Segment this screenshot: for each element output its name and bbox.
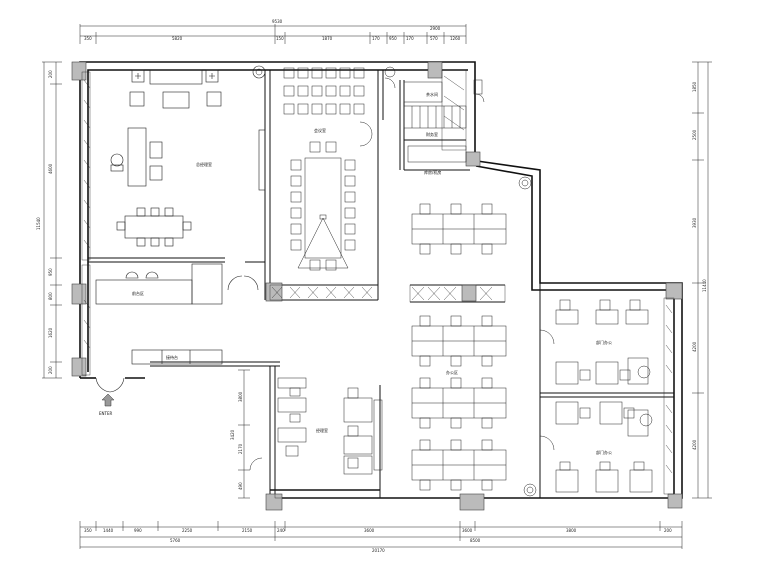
bottom-seg-1: 350	[84, 528, 92, 533]
left-seg-4: 800	[48, 292, 53, 300]
front-desk-label: 接待台	[166, 354, 178, 360]
top-right-dim: 2900	[430, 26, 441, 31]
mid-dim-2: 3420	[230, 429, 235, 440]
reception-label: 前台区	[132, 290, 144, 296]
mid-vertical-dimensions	[238, 369, 250, 499]
top-seg-5: 170	[372, 36, 380, 41]
mid-dim-3: 2170	[238, 443, 243, 454]
top-seg-7: 170	[406, 36, 414, 41]
bottom-seg-5: 2150	[242, 528, 253, 533]
entrance-door	[95, 377, 125, 393]
left-seg-5: 1620	[48, 327, 53, 338]
pantry-label: 茶水间	[426, 91, 438, 97]
top-dimensions	[79, 24, 467, 44]
interior-walls	[88, 70, 674, 498]
meeting-room-furniture	[283, 67, 373, 271]
open-office-workstations	[411, 203, 507, 491]
manager-office-label: 经理室	[316, 427, 328, 433]
pantry-finance-furniture	[384, 66, 485, 163]
right-dimensions	[692, 61, 712, 499]
mid-dim-4: 490	[238, 482, 243, 490]
right-total-dim: 11440	[702, 279, 707, 292]
top-total-dim: 9530	[272, 19, 283, 24]
finance-label: 财务室	[426, 131, 438, 137]
bottom-seg-4: 2250	[182, 528, 193, 533]
right-seg-4: 4200	[692, 341, 697, 352]
bottom-seg-3: 990	[134, 528, 142, 533]
bottom-seg-7: 3600	[364, 528, 375, 533]
right-seg-1: 1850	[692, 81, 697, 92]
top-seg-6: 950	[389, 36, 397, 41]
left-seg-2: 4600	[48, 163, 53, 174]
bottom-seg-9: 3800	[566, 528, 577, 533]
left-seg-6: 200	[48, 366, 53, 374]
bottom-sub-mid-dim: 8500	[470, 538, 481, 543]
bottom-sub-left-dim: 5760	[170, 538, 181, 543]
bottom-dimensions	[79, 521, 683, 549]
open-office-label: 办公区	[446, 369, 458, 375]
left-seg-1: 200	[48, 70, 53, 78]
mid-dim-1: 3800	[238, 391, 243, 402]
bottom-seg-6: 240	[277, 528, 285, 533]
storage-label: 库房/机房	[424, 169, 441, 175]
bottom-seg-2: 1440	[103, 528, 114, 533]
top-seg-8: 570	[430, 36, 438, 41]
reception-furniture	[95, 263, 259, 365]
dept-b-label: 部门办公	[596, 449, 612, 455]
top-seg-1: 350	[84, 36, 92, 41]
department-rooms-furniture	[539, 299, 653, 493]
dept-a-label: 部门办公	[596, 339, 612, 345]
left-seg-3: 950	[48, 268, 53, 276]
entry-label: ENTER	[99, 411, 112, 416]
right-seg-5: 4200	[692, 439, 697, 450]
plant-icon	[255, 68, 537, 497]
hatched-partitions	[81, 69, 675, 499]
right-seg-2: 2500	[692, 129, 697, 140]
structural-columns	[71, 61, 683, 511]
gm-office-furniture	[110, 65, 266, 247]
top-seg-4: 1870	[322, 36, 333, 41]
entry-arrow-icon	[101, 393, 115, 407]
left-dimensions	[42, 61, 62, 379]
top-seg-2: 5820	[172, 36, 183, 41]
right-seg-3: 3930	[692, 217, 697, 228]
gm-office-label: 总经理室	[196, 161, 212, 167]
left-total-dim: 11540	[36, 217, 41, 230]
top-seg-9: 1260	[450, 36, 461, 41]
bottom-total-dim: 20170	[372, 548, 385, 553]
bottom-seg-10: 200	[664, 528, 672, 533]
manager-office-furniture	[249, 377, 383, 475]
top-seg-3: 150	[276, 36, 284, 41]
bottom-seg-8: 3600	[462, 528, 473, 533]
meeting-room-label: 会议室	[314, 127, 326, 133]
